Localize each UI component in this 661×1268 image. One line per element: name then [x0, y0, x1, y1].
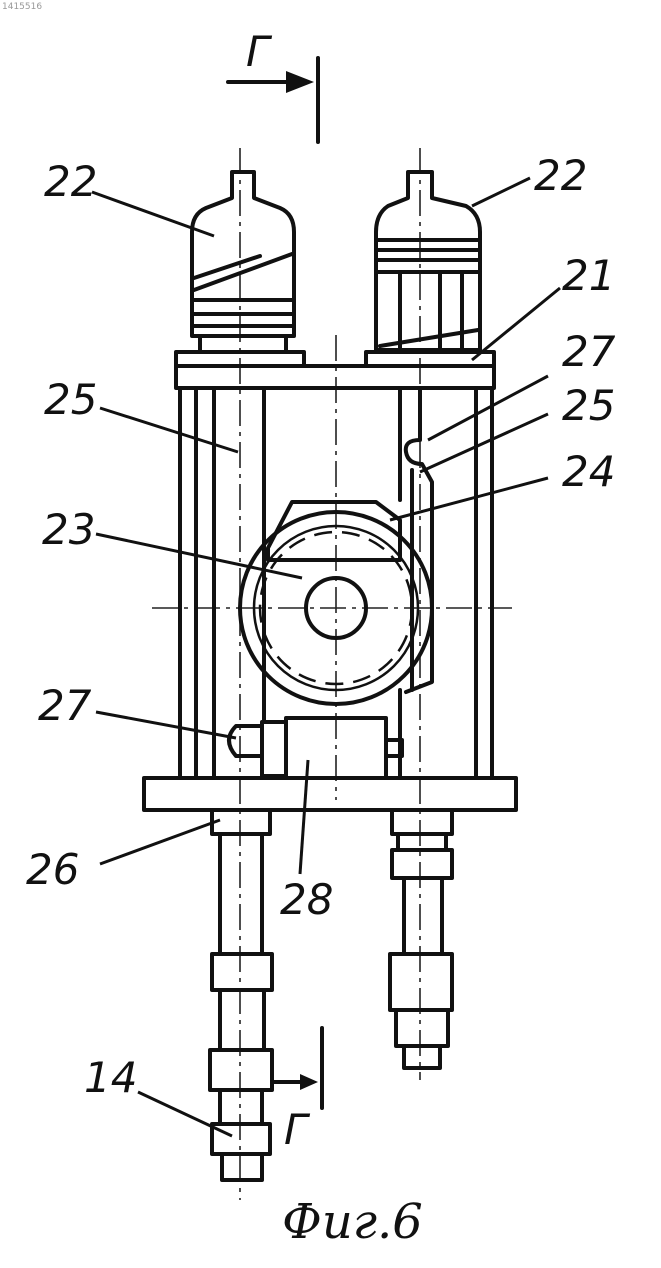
label-23: 23: [42, 505, 95, 554]
label-27-lower: 27: [38, 681, 92, 730]
center-lines: [152, 148, 512, 1200]
label-28: 28: [280, 875, 333, 924]
label-21: 21: [562, 251, 615, 300]
section-letter-top: Г: [246, 27, 273, 76]
label-25-right: 25: [562, 381, 615, 430]
fitting-left: [210, 810, 272, 1180]
lower-parts: [229, 718, 402, 778]
valve-right: [376, 172, 480, 350]
document-number: 1415516: [2, 2, 42, 12]
base-plate: [144, 778, 516, 810]
label-22-left: 22: [44, 157, 97, 206]
label-24: 24: [562, 447, 615, 496]
label-22-right: 22: [534, 151, 587, 200]
section-mark-top: Г: [228, 27, 318, 142]
label-14: 14: [84, 1053, 137, 1102]
callout-labels: 22 22 21 27 25 24 25 23 27 26 28 14: [26, 151, 616, 1102]
section-letter-bottom: Г: [284, 1105, 311, 1154]
label-27-upper: 27: [562, 327, 616, 376]
label-25-left: 25: [44, 375, 97, 424]
label-26: 26: [26, 845, 79, 894]
fitting-right: [390, 810, 452, 1068]
valve-left: [192, 172, 294, 352]
leader-lines: [92, 178, 560, 1136]
section-mark-bottom: Г: [272, 1028, 322, 1154]
top-plate: [176, 352, 494, 388]
figure-caption: Фиг.6: [282, 1194, 423, 1250]
